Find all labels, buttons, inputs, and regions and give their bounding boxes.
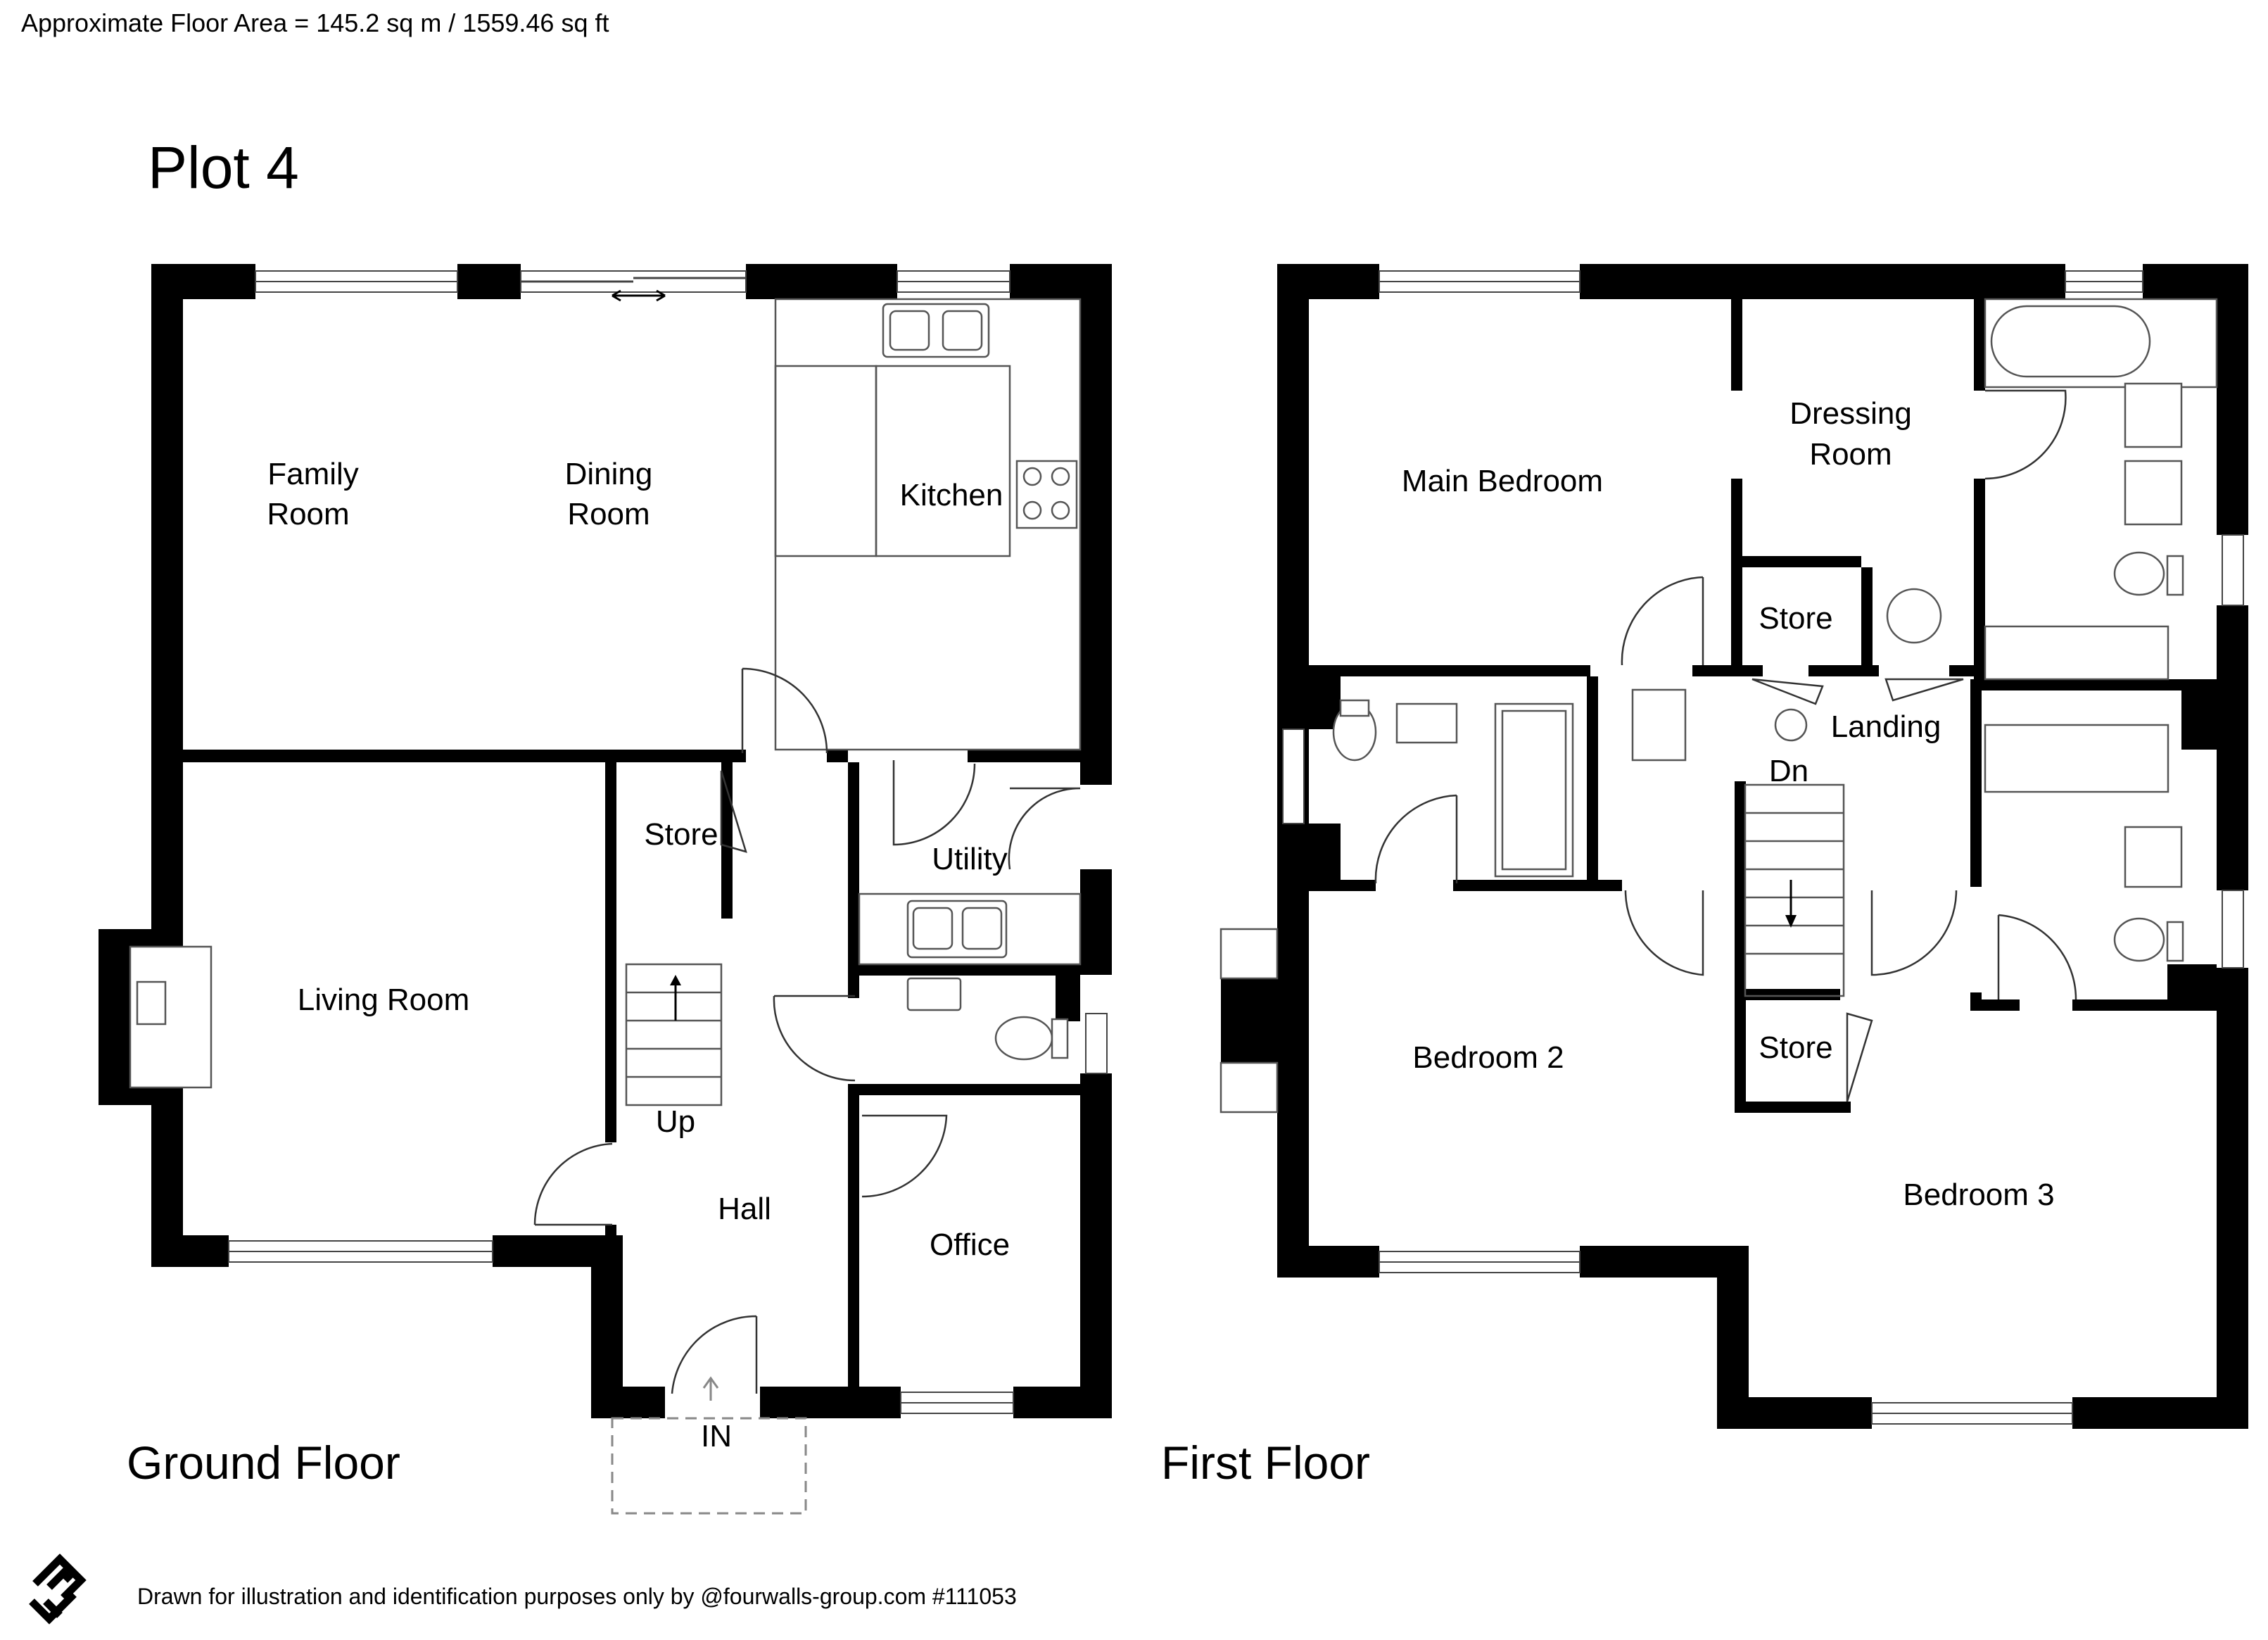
room-label-dressing-room: Dressing bbox=[1789, 396, 1912, 431]
room-label-family-room: Family bbox=[267, 457, 359, 491]
room-label-utility: Utility bbox=[932, 842, 1008, 876]
room-label-living-room: Living Room bbox=[298, 983, 470, 1017]
ground-floor-windows bbox=[228, 270, 1108, 1414]
room-label-bedroom-2: Bedroom 2 bbox=[1412, 1040, 1564, 1075]
ground-floor-fixtures bbox=[129, 298, 1082, 1515]
stairs-down-label: Dn bbox=[1769, 754, 1808, 788]
room-label-bedroom-3: Bedroom 3 bbox=[1903, 1178, 2054, 1212]
first-floor-fixtures bbox=[1332, 298, 2218, 997]
first-floor-walls bbox=[1219, 264, 2248, 1429]
room-label-office: Office bbox=[930, 1228, 1010, 1262]
fourwalls-logo-icon bbox=[29, 1553, 87, 1625]
ground-floor-room-labels: Family Room Dining Room Kitchen Store Ut… bbox=[267, 457, 1010, 1453]
room-label-hall: Hall bbox=[718, 1192, 771, 1226]
disclaimer-text: Drawn for illustration and identificatio… bbox=[137, 1584, 1017, 1609]
first-floor-windows bbox=[1282, 270, 2244, 1425]
ground-floor-title: Ground Floor bbox=[127, 1437, 400, 1489]
room-label-main-bedroom: Main Bedroom bbox=[1402, 464, 1603, 498]
ground-floor-plan: Family Room Dining Room Kitchen Store Ut… bbox=[99, 264, 1112, 1515]
stairs-up-label: Up bbox=[656, 1104, 695, 1139]
first-floor-room-labels: Main Bedroom Dressing Room Store Landing… bbox=[1402, 396, 2055, 1212]
room-label-landing: Landing bbox=[1831, 709, 1941, 744]
room-label-store-lower: Store bbox=[1759, 1030, 1832, 1065]
first-floor-plan: Main Bedroom Dressing Room Store Landing… bbox=[1219, 264, 2248, 1429]
floor-area-text: Approximate Floor Area = 145.2 sq m / 15… bbox=[21, 8, 609, 37]
entrance-label: IN bbox=[701, 1419, 732, 1453]
room-label-dining-room-2: Room bbox=[567, 497, 650, 531]
room-label-dining-room: Dining bbox=[565, 457, 653, 491]
ground-floor-doors bbox=[533, 667, 1081, 1394]
room-label-dressing-room-2: Room bbox=[1809, 437, 1892, 472]
room-label-store-upper: Store bbox=[1759, 601, 1832, 636]
first-floor-title: First Floor bbox=[1161, 1437, 1370, 1489]
room-label-kitchen: Kitchen bbox=[900, 478, 1003, 512]
first-floor-doors bbox=[1374, 389, 2077, 1102]
room-label-store: Store bbox=[644, 817, 718, 852]
room-label-family-room-2: Room bbox=[267, 497, 349, 531]
plot-title: Plot 4 bbox=[148, 134, 299, 201]
